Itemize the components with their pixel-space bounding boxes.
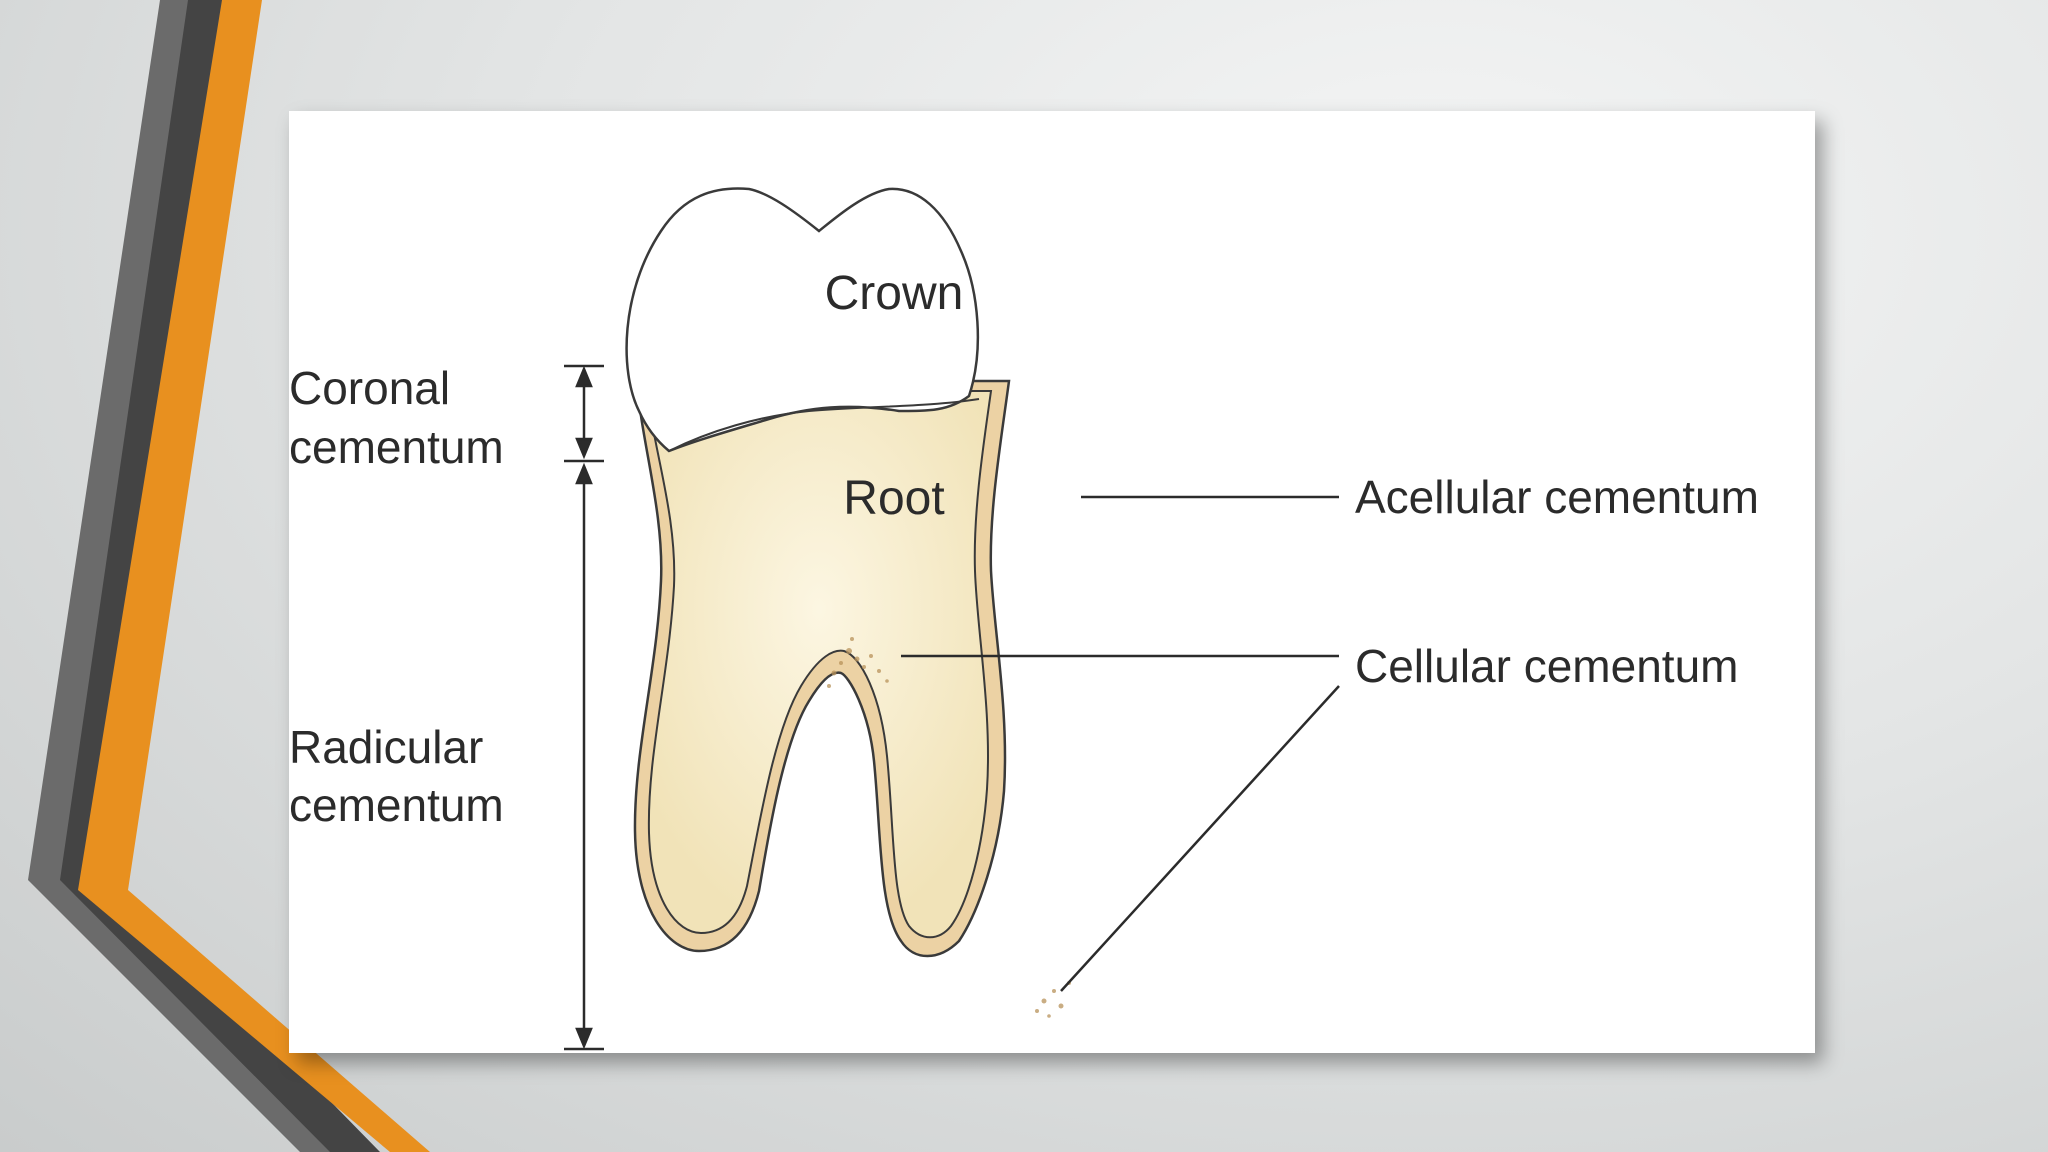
radicular-cementum-dimension [564, 462, 604, 1051]
tooth-diagram-panel: Crown Root Coronal cementum Radicular ce… [289, 111, 1815, 1053]
crown-enamel [625, 187, 980, 453]
decor-stripe-dark [60, 0, 380, 1152]
tooth-diagram: Crown Root Coronal cementum Radicular ce… [289, 187, 1759, 1051]
root-dentin [645, 390, 993, 939]
coronal-cementum-dimension [564, 364, 604, 463]
coronal-label-line2: cementum [289, 421, 504, 473]
leader-lines [901, 495, 1340, 992]
coronal-label-line1: Coronal [289, 362, 450, 414]
root-label: Root [843, 472, 944, 525]
acellular-cementum-label: Acellular cementum [1355, 471, 1759, 523]
decor-stripe-orange [78, 0, 430, 1152]
crown-label: Crown [825, 267, 964, 320]
radicular-label-line2: cementum [289, 779, 504, 831]
cellular-cementum-label: Cellular cementum [1355, 640, 1738, 692]
cej-line [668, 398, 980, 452]
radicular-label-line1: Radicular [289, 721, 483, 773]
decor-stripe-gray [28, 0, 370, 1152]
